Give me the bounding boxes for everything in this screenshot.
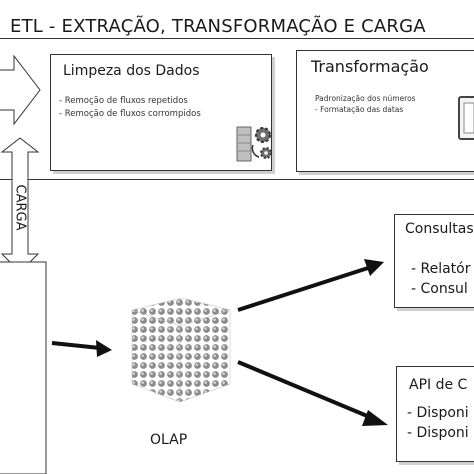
queries-item: - Consul <box>411 281 468 297</box>
warehouse-box <box>0 261 47 474</box>
api-title: API de C <box>409 377 468 393</box>
etl-frame <box>0 38 474 180</box>
transform-box: Transformação Padronização dos números -… <box>296 50 474 172</box>
arrow-to-api-head <box>362 410 388 426</box>
transform-title: Transformação <box>311 57 429 76</box>
api-item: - Disponi <box>407 405 469 421</box>
database-gears-icon <box>236 126 272 162</box>
cleaning-title: Limpeza dos Dados <box>63 63 200 79</box>
carga-label: CARGA <box>12 184 28 231</box>
olap-cube-icon <box>131 297 231 403</box>
olap-label: OLAP <box>150 432 188 448</box>
queries-list: - Relatór - Consul <box>411 259 471 299</box>
api-box: API de C - Disponi - Disponi <box>396 366 474 462</box>
api-list: - Disponi - Disponi <box>407 403 469 443</box>
arrow-to-queries <box>237 266 369 312</box>
cleaning-item: - Remoção de fluxos repetidos <box>59 96 188 106</box>
arrow-to-queries-head <box>364 259 384 276</box>
queries-title: Consultas <box>405 221 474 237</box>
cleaning-box: Limpeza dos Dados - Remoção de fluxos re… <box>50 54 272 171</box>
transform-item: Padronização dos números <box>315 94 416 103</box>
arrow-to-olap-head <box>96 340 112 357</box>
carga-arrow <box>0 137 40 273</box>
input-arrow <box>0 54 41 126</box>
cleaning-list: - Remoção de fluxos repetidos - Remoção … <box>59 95 201 121</box>
page-title: ETL - EXTRAÇÃO, TRANSFORMAÇÃO E CARGA <box>10 16 426 37</box>
arrow-to-olap <box>51 341 101 350</box>
api-item: - Disponi <box>407 425 469 441</box>
arrow-to-api <box>237 360 373 420</box>
document-icon <box>458 96 474 140</box>
cleaning-item: - Remoção de fluxos corrompidos <box>59 109 201 119</box>
transform-list: Padronização dos números - Formatação da… <box>315 93 416 115</box>
queries-box: Consultas - Relatór - Consul <box>394 214 474 308</box>
transform-item: - Formatação das datas <box>315 105 404 114</box>
queries-item: - Relatór <box>411 261 471 277</box>
